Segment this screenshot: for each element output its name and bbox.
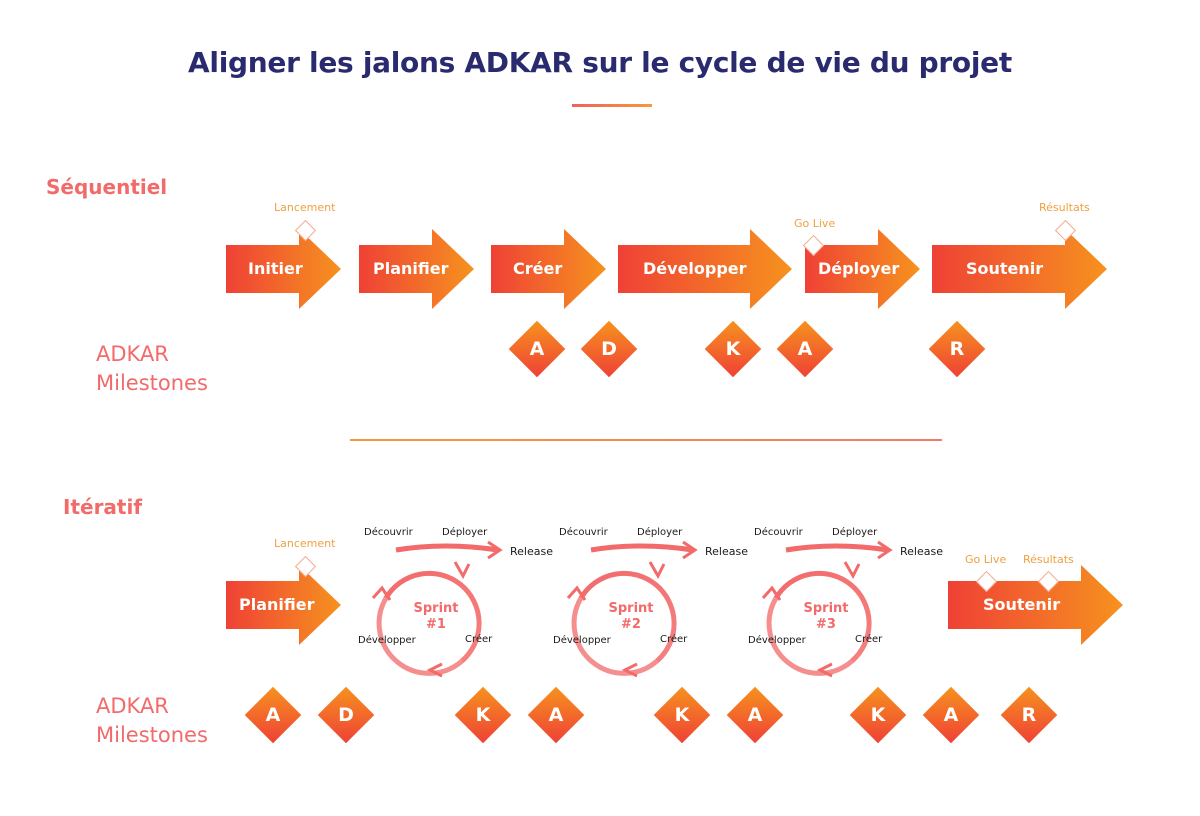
cycle-step-develop: Développer	[358, 635, 416, 646]
adkar-letter: A	[747, 704, 763, 726]
adkar-milestones-label: ADKAR Milestones	[96, 340, 208, 398]
milestone-resultats-label: Résultats	[1023, 553, 1074, 566]
phase-label: Soutenir	[983, 595, 1061, 614]
phase-creer: Créer	[491, 229, 606, 309]
phase-label: Planifier	[239, 595, 315, 614]
sprint-label: Sprint #2	[601, 601, 661, 633]
adkar-letter: K	[725, 338, 741, 360]
phase-label: Planifier	[373, 259, 449, 278]
adkar-letter: A	[943, 704, 959, 726]
milestone-golive-label: Go Live	[965, 553, 1007, 566]
adkar-letter: K	[674, 704, 690, 726]
phase-planifier: Planifier	[359, 229, 474, 309]
cycle-step-release: Release	[510, 545, 553, 558]
phase-planifier-iterative: Planifier	[226, 565, 341, 645]
adkar-letter: K	[475, 704, 491, 726]
sprint-label-line2: #2	[621, 617, 641, 632]
adkar-diamond: A	[776, 320, 834, 378]
adkar-diamond: A	[527, 686, 585, 744]
adkar-diamond: K	[849, 686, 907, 744]
cycle-step-discover: Découvrir	[754, 527, 803, 538]
phase-label: Développer	[643, 259, 747, 278]
adkar-letter: A	[797, 338, 813, 360]
sprint-label: Sprint #1	[406, 601, 466, 633]
adkar-diamond: R	[928, 320, 986, 378]
cycle-step-release: Release	[705, 545, 748, 558]
phase-initier: Initier	[226, 229, 341, 309]
adkar-letter: A	[529, 338, 545, 360]
sequential-label: Séquentiel	[46, 175, 168, 199]
cycle-step-develop: Développer	[553, 635, 611, 646]
cycle-step-create: Créer	[465, 634, 493, 645]
phase-deployer: Déployer	[805, 229, 920, 309]
adkar-letter: R	[949, 338, 965, 360]
page-title: Aligner les jalons ADKAR sur le cycle de…	[188, 46, 1012, 79]
title-underline	[572, 104, 652, 107]
cycle-step-deploy: Déployer	[832, 527, 878, 538]
adkar-label-line2: Milestones	[96, 723, 208, 747]
section-divider	[350, 439, 942, 441]
cycle-step-create: Créer	[660, 634, 688, 645]
adkar-letter: K	[870, 704, 886, 726]
milestone-golive-label: Go Live	[794, 217, 836, 230]
sprint-label-line2: #3	[816, 617, 836, 632]
adkar-diamond: A	[726, 686, 784, 744]
sprint-cycle-3: Découvrir Déployer Release Développer Cr…	[740, 520, 980, 690]
adkar-milestones-label: ADKAR Milestones	[96, 692, 208, 750]
milestone-lancement-label: Lancement	[274, 537, 336, 550]
iterative-label: Itératif	[63, 495, 143, 519]
cycle-step-create: Créer	[855, 634, 883, 645]
cycle-step-discover: Découvrir	[559, 527, 608, 538]
adkar-diamond: K	[653, 686, 711, 744]
adkar-diamond: D	[580, 320, 638, 378]
sprint-label-line1: Sprint	[413, 601, 459, 616]
adkar-diamond: A	[508, 320, 566, 378]
adkar-letter: D	[338, 704, 354, 726]
adkar-letter: A	[548, 704, 564, 726]
adkar-diamond: D	[317, 686, 375, 744]
sprint-label-line1: Sprint	[803, 601, 849, 616]
cycle-step-deploy: Déployer	[442, 527, 488, 538]
phase-label: Soutenir	[966, 259, 1044, 278]
cycle-step-develop: Développer	[748, 635, 806, 646]
adkar-diamond: K	[454, 686, 512, 744]
phase-soutenir: Soutenir	[932, 229, 1107, 309]
sprint-label: Sprint #3	[796, 601, 856, 633]
adkar-diamond: R	[1000, 686, 1058, 744]
adkar-label-line1: ADKAR	[96, 342, 169, 366]
adkar-diamond: A	[244, 686, 302, 744]
phase-developper: Développer	[618, 229, 792, 309]
milestone-lancement-label: Lancement	[274, 201, 336, 214]
adkar-label-line1: ADKAR	[96, 694, 169, 718]
cycle-step-deploy: Déployer	[637, 527, 683, 538]
cycle-step-release: Release	[900, 545, 943, 558]
phase-label: Initier	[248, 259, 303, 278]
adkar-diamond: K	[704, 320, 762, 378]
phase-label: Créer	[513, 259, 563, 278]
sprint-cycle-1: Découvrir Déployer Release Développer Cr…	[350, 520, 590, 690]
sprint-cycle-2: Découvrir Déployer Release Développer Cr…	[545, 520, 785, 690]
phase-label: Déployer	[818, 259, 900, 278]
sprint-label-line2: #1	[426, 617, 446, 632]
adkar-letter: A	[265, 704, 281, 726]
adkar-diamond: A	[922, 686, 980, 744]
cycle-step-discover: Découvrir	[364, 527, 413, 538]
adkar-label-line2: Milestones	[96, 371, 208, 395]
milestone-resultats-label: Résultats	[1039, 201, 1090, 214]
sprint-label-line1: Sprint	[608, 601, 654, 616]
adkar-letter: D	[601, 338, 617, 360]
adkar-letter: R	[1021, 704, 1037, 726]
